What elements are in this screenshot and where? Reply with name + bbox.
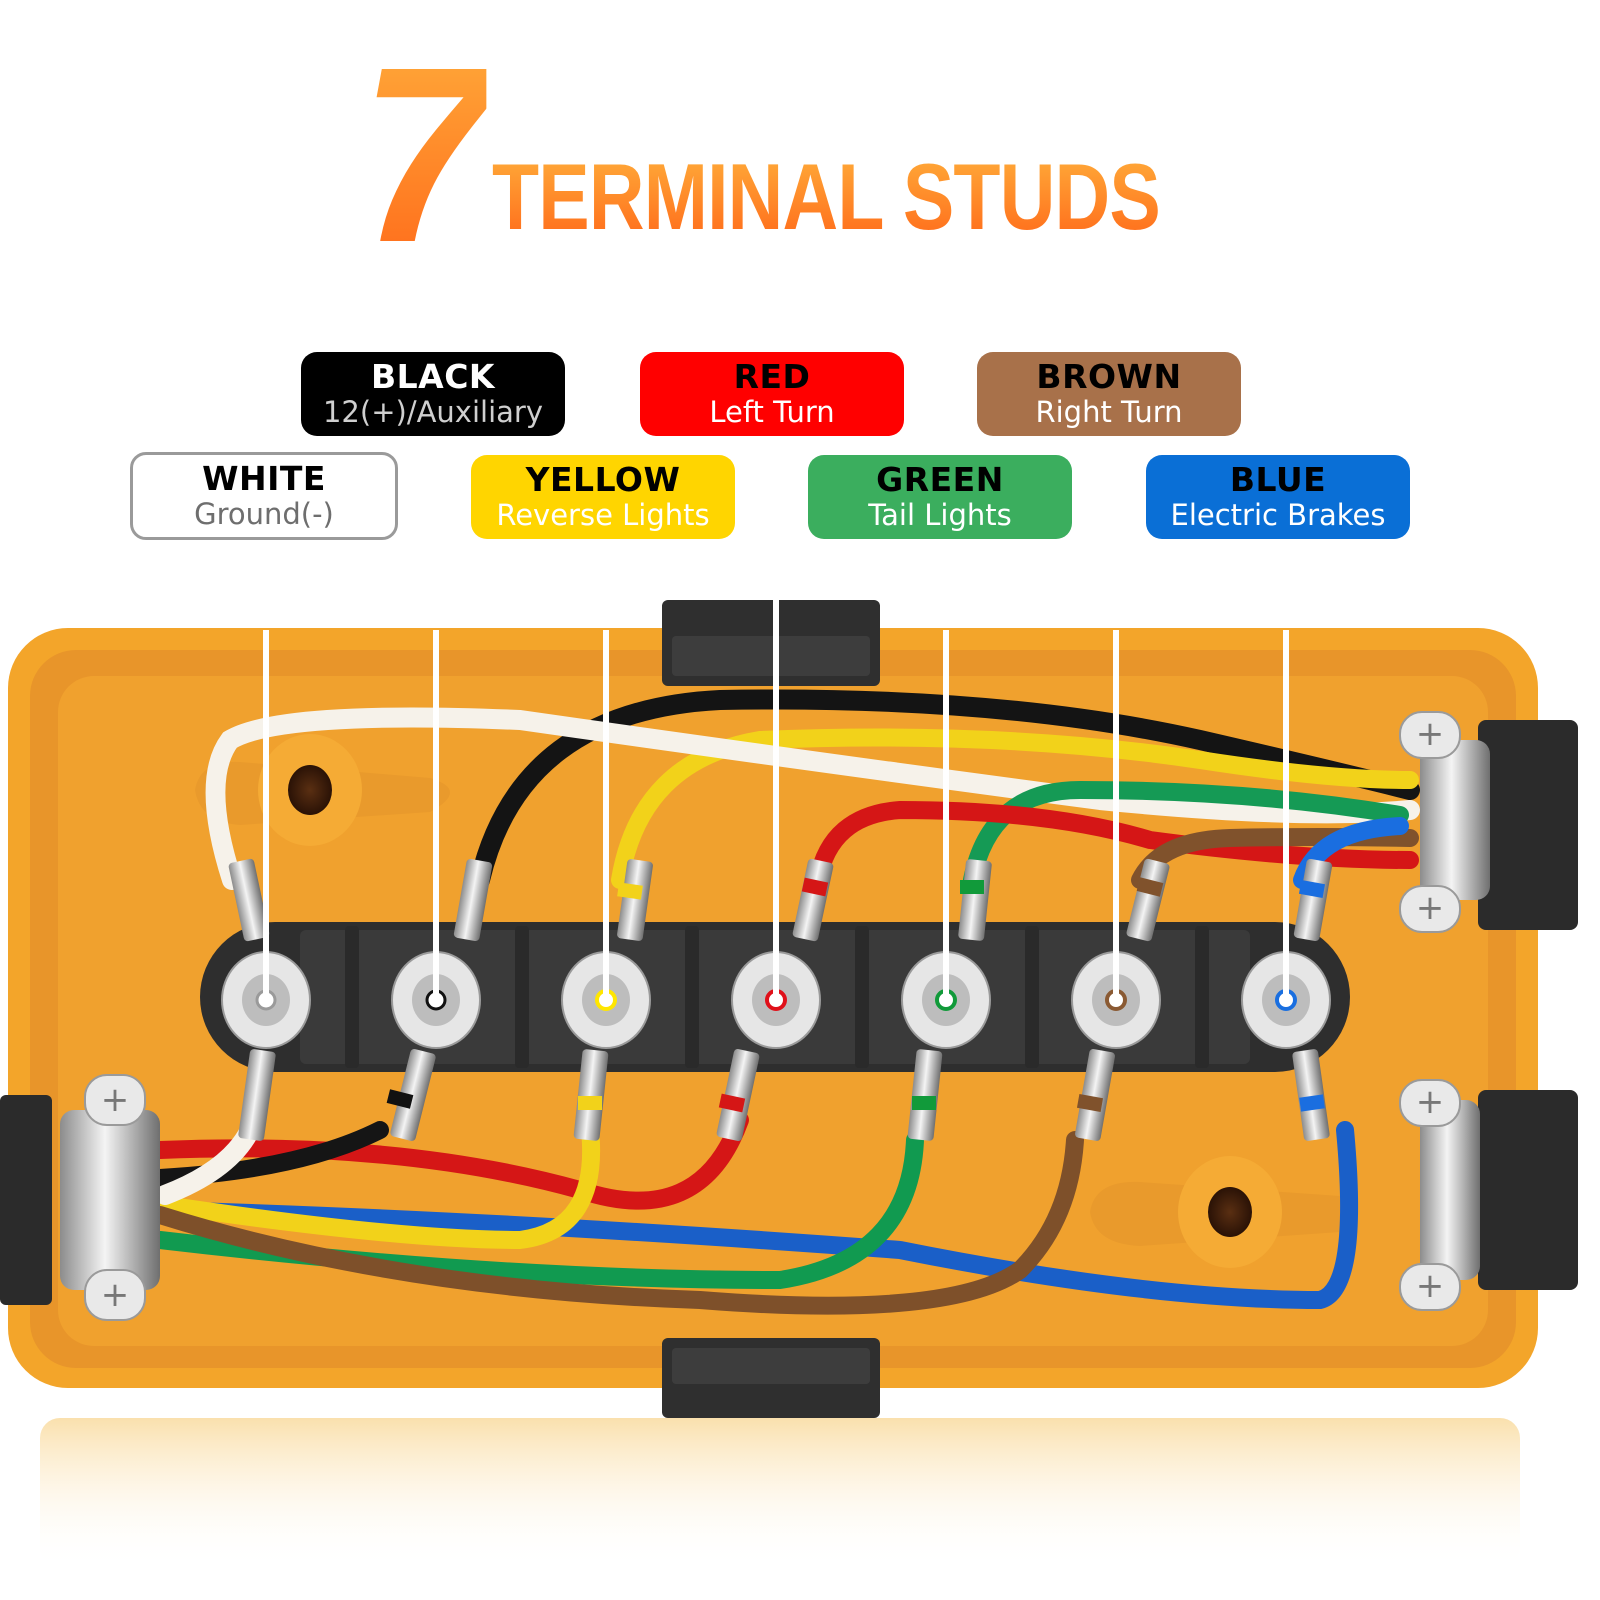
svg-text:+: + <box>1416 1266 1445 1306</box>
cable-grommet-right-upper: + + <box>1399 711 1578 933</box>
legend-function: Left Turn <box>709 395 835 429</box>
floor-reflection <box>40 1418 1520 1568</box>
cable-grommet-right-lower: + + <box>1399 1079 1578 1311</box>
legend-color-name: BROWN <box>1036 357 1182 396</box>
mount-hole-top-left <box>195 734 450 846</box>
legend-color-name: GREEN <box>876 460 1004 499</box>
legend-function: 12(+)/Auxiliary <box>322 395 543 429</box>
bottom-latch-clip <box>662 1338 880 1418</box>
legend-color-name: BLUE <box>1229 460 1327 499</box>
svg-text:+: + <box>101 1275 130 1315</box>
svg-text:+: + <box>101 1080 130 1120</box>
svg-text:+: + <box>1416 714 1445 754</box>
terminal-stud-6-brown <box>1071 858 1170 1141</box>
legend-function: Tail Lights <box>868 498 1012 532</box>
legend-badge-red: RED Left Turn <box>640 352 904 436</box>
stud-indicator-lines <box>263 598 1289 1000</box>
legend-function: Right Turn <box>1035 395 1183 429</box>
headline-title: TERMINAL STUDS <box>492 144 1161 249</box>
headline-number: 7 <box>360 15 492 294</box>
legend-badge-brown: BROWN Right Turn <box>977 352 1241 436</box>
legend-color-name: RED <box>733 357 811 396</box>
wire-bundle <box>151 689 1420 1315</box>
legend-badge-white: WHITE Ground(-) <box>130 452 398 540</box>
legend-color-name: YELLOW <box>525 460 681 499</box>
legend-badge-yellow: YELLOW Reverse Lights <box>471 455 735 539</box>
headline: 7 TERMINAL STUDS <box>0 0 1600 280</box>
svg-text:+: + <box>1416 888 1445 928</box>
legend-color-name: BLACK <box>370 357 495 396</box>
junction-box-illustration: + + + + + + <box>0 580 1600 1600</box>
legend-badge-blue: BLUE Electric Brakes <box>1146 455 1410 539</box>
top-latch-clip <box>662 600 880 686</box>
mount-hole-bottom-right <box>1090 1156 1358 1268</box>
legend-badge-green: GREEN Tail Lights <box>808 455 1072 539</box>
legend-function: Ground(-) <box>194 497 334 531</box>
legend-badge-black: BLACK 12(+)/Auxiliary <box>301 352 565 436</box>
legend-function: Reverse Lights <box>496 498 710 532</box>
cable-grommet-left: + + <box>0 1074 160 1321</box>
legend-color-name: WHITE <box>202 459 326 498</box>
svg-text:+: + <box>1416 1082 1445 1122</box>
legend-function: Electric Brakes <box>1170 498 1386 532</box>
